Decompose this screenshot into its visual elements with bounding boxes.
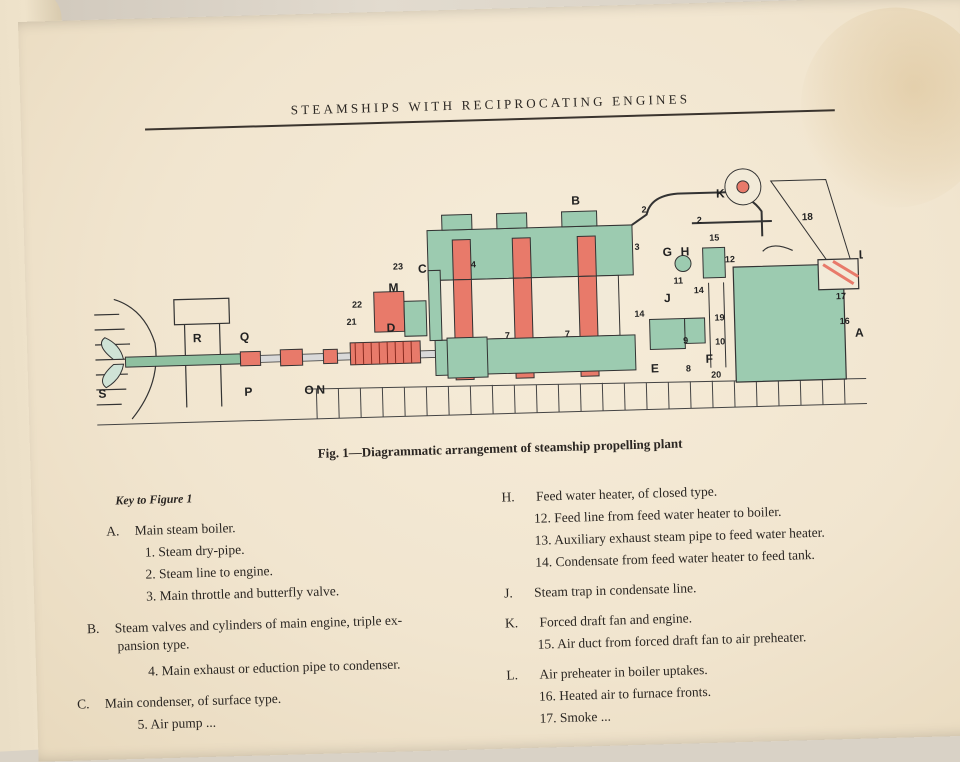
label-2a: 2. (641, 204, 649, 214)
key-sub-12: 12. Feed line from feed water heater to … (533, 503, 782, 526)
label-11: 11 (673, 276, 683, 286)
key-entry-A: A. Main steam boiler. (106, 520, 236, 539)
diagram-labels: B K 2. 2 18 C 23 4 3 15 G H 12 L 22 M 11… (98, 186, 867, 401)
hull-frames (97, 377, 867, 426)
label-16: 16 (840, 316, 850, 326)
label-14b: 14 (634, 309, 644, 319)
label-2b: 2 (697, 215, 702, 225)
label-Q: Q (240, 330, 250, 344)
key-letter: A. (106, 523, 120, 539)
key-entry-H: H. Feed water heater, of closed type. (501, 483, 718, 505)
label-15: 15 (709, 233, 719, 243)
label-19: 19 (714, 312, 724, 322)
label-D: D (386, 321, 395, 335)
condenser (373, 269, 443, 342)
label-H: H (680, 244, 689, 258)
label-N: N (316, 383, 325, 397)
label-12: 12 (725, 254, 735, 264)
key-text: Steam valves and cylinders of main engin… (114, 612, 403, 636)
label-17: 17 (836, 291, 846, 301)
label-18: 18 (802, 212, 814, 223)
key-letter: K. (504, 615, 519, 631)
label-9: 9 (683, 335, 688, 345)
key-entry-J: J. Steam trap in condensate line. (503, 580, 697, 601)
feed-heater (649, 246, 727, 368)
key-sub-15: 15. Air duct from forced draft fan to ai… (537, 629, 807, 652)
steam-line (631, 191, 772, 237)
shaft-bearings (279, 340, 422, 367)
label-22: 22 (352, 300, 362, 310)
key-text: Main steam boiler. (134, 520, 236, 538)
label-10: 10 (715, 336, 725, 346)
label-3: 3 (634, 242, 639, 252)
label-23: 23 (393, 261, 403, 271)
key-sub-14: 14. Condensate from feed water heater to… (535, 546, 816, 570)
key-letter: J. (503, 585, 513, 601)
label-P: P (244, 385, 252, 399)
key-continuation: pansion type. (117, 636, 190, 654)
label-21: 21 (346, 317, 356, 327)
key-sub-13: 13. Auxiliary exhaust steam pipe to feed… (534, 524, 825, 548)
key-entry-B: B. Steam valves and cylinders of main en… (86, 612, 403, 637)
key-letter: L. (506, 667, 519, 683)
label-7a: 7 (505, 330, 510, 340)
label-7b: 7 (565, 329, 570, 339)
propeller (100, 337, 125, 389)
label-C: C (418, 262, 427, 276)
propelling-plant-diagram: B K 2. 2 18 C 23 4 3 15 G H 12 L 22 M 11… (94, 168, 867, 426)
key-text: Feed water heater, of closed type. (535, 483, 718, 504)
label-S: S (98, 387, 106, 401)
key-text: Main condenser, of surface type. (104, 690, 282, 711)
label-14a: 14 (694, 285, 704, 295)
book-page: STEAMSHIPS WITH RECIPROCATING ENGINES (18, 0, 960, 762)
forced-draft-fan (724, 168, 854, 270)
main-engine (426, 210, 637, 381)
label-4: 4 (471, 259, 476, 269)
label-8: 8 (686, 363, 691, 373)
running-head: STEAMSHIPS WITH RECIPROCATING ENGINES (290, 91, 691, 118)
label-20: 20 (711, 370, 721, 380)
label-B: B (571, 193, 580, 207)
key-sub-3: 3. Main throttle and butterfly valve. (145, 583, 340, 604)
key-sub-4: 4. Main exhaust or eduction pipe to cond… (147, 656, 401, 679)
label-R: R (193, 331, 202, 345)
key-letter: H. (501, 489, 515, 505)
key-sub-16: 16. Heated air to furnace fronts. (538, 683, 712, 704)
key-entry-K: K. Forced draft fan and engine. (504, 610, 693, 631)
key-text: Steam trap in condensate line. (533, 580, 697, 600)
key-entry-L: L. Air preheater in boiler uptakes. (506, 661, 708, 683)
label-J: J (664, 291, 671, 305)
label-K: K (716, 186, 725, 200)
key-title: Key to Figure 1 (115, 491, 193, 508)
key-text: Air preheater in boiler uptakes. (539, 661, 708, 682)
key-sub-2: 2. Steam line to engine. (145, 563, 274, 582)
key-sub-17: 17. Smoke ... (539, 708, 612, 726)
frame-lines (315, 379, 846, 419)
label-E: E (651, 361, 659, 375)
key-letter: C. (76, 696, 90, 712)
key-text: Forced draft fan and engine. (539, 610, 693, 630)
key-letter: B. (86, 620, 100, 637)
label-L: L (859, 247, 867, 261)
label-G: G (662, 245, 672, 259)
key-sub-5: 5. Air pump ... (137, 714, 217, 732)
label-M: M (388, 280, 398, 294)
boiler (732, 245, 860, 383)
label-F: F (705, 352, 713, 366)
label-O: O (304, 383, 314, 397)
label-A: A (855, 326, 864, 340)
key-sub-1: 1. Steam dry-pipe. (144, 541, 245, 560)
key-entry-C: C. Main condenser, of surface type. (76, 690, 282, 712)
